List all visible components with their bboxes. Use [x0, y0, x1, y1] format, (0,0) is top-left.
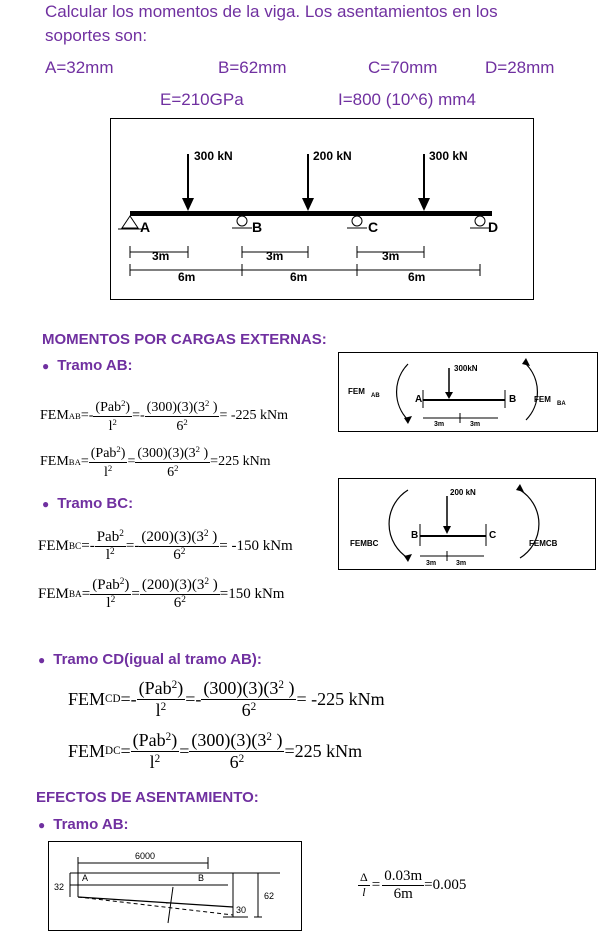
subheading-tramo-ab: ●Tramo AB:: [42, 357, 133, 374]
node-a-label: A: [82, 873, 88, 883]
load-arrow-1: [182, 154, 194, 211]
settle-diff-label: 30: [236, 905, 246, 915]
bullet-icon: ●: [42, 497, 50, 511]
svg-text:3m: 3m: [434, 421, 444, 428]
dim-small-3: 3m: [382, 249, 399, 263]
svg-text:3m: 3m: [456, 560, 466, 567]
load-label-1: 300 kN: [194, 149, 233, 163]
node-a-label: A: [415, 394, 422, 405]
bullet-icon: ●: [42, 359, 50, 373]
settle-right-label: 62: [264, 891, 274, 901]
support-b-label: B: [252, 219, 262, 235]
elastic-modulus: E=210GPa: [160, 90, 244, 109]
settlement-c: C=70mm: [368, 58, 438, 77]
bullet-icon: ●: [38, 653, 46, 667]
svg-text:3m: 3m: [426, 560, 436, 567]
load-label: 200 kN: [450, 488, 476, 497]
fem-ab-label: FEM: [348, 387, 365, 396]
support-d-label: D: [488, 219, 498, 235]
subheading-tramo-bc: ●Tramo BC:: [42, 495, 134, 512]
node-b-label: B: [198, 873, 204, 883]
settlement-a: A=32mm: [45, 58, 114, 77]
dim-span-1: 6m: [178, 270, 195, 284]
dim-small-2: 3m: [266, 249, 283, 263]
load-label-2: 200 kN: [313, 149, 352, 163]
fem-ba-label: FEM: [534, 395, 551, 404]
fem-cb-label: FEMCB: [529, 539, 558, 548]
section-title-external: MOMENTOS POR CARGAS EXTERNAS:: [42, 331, 327, 348]
support-c-label: C: [368, 219, 378, 235]
beam-diagram: 300 kN 200 kN 300 kN A B C D 3m 3m 3m 6m…: [110, 118, 534, 300]
load-label: 300kN: [454, 364, 478, 373]
span-label: 6000: [135, 851, 155, 861]
load-label-3: 300 kN: [429, 149, 468, 163]
subheading-settle-tramo-ab: ●Tramo AB:: [38, 816, 129, 833]
node-b-label: B: [411, 530, 418, 541]
bullet-icon: ●: [38, 818, 46, 832]
settlement-d: D=28mm: [485, 58, 555, 77]
settlement-b: B=62mm: [218, 58, 287, 77]
svg-text:3m: 3m: [470, 421, 480, 428]
subheading-tramo-cd: ●Tramo CD(igual al tramo AB):: [38, 651, 262, 668]
section-title-settlement: EFECTOS DE ASENTAMIENTO:: [36, 789, 259, 806]
dim-span-3: 6m: [408, 270, 425, 284]
load-arrow-2: [302, 154, 314, 211]
svg-text:AB: AB: [371, 393, 380, 399]
problem-line-1: Calcular los momentos de la viga. Los as…: [45, 2, 498, 21]
dimension-lines: [129, 246, 481, 276]
fem-bc-label: FEMBC: [350, 539, 379, 548]
fem-diagram-ab: 300kN FEM AB FEM BA A B 3m 3m: [338, 352, 598, 432]
dim-span-2: 6m: [290, 270, 307, 284]
support-d-symbol: [470, 215, 490, 229]
beam-diagram-frame: [110, 118, 534, 300]
moment-of-inertia: I=800 (10^6) mm4: [338, 90, 476, 109]
load-arrow-3: [418, 154, 430, 211]
support-a-label: A: [140, 219, 150, 235]
beam: [130, 211, 492, 216]
fem-diagram-bc: 200 kN FEMBC FEMCB B C 3m 3m: [338, 478, 596, 570]
node-c-label: C: [489, 530, 496, 541]
settle-left-label: 32: [54, 882, 64, 892]
node-b-label: B: [509, 394, 516, 405]
problem-line-2: soportes son:: [45, 26, 148, 45]
svg-text:BA: BA: [557, 401, 566, 407]
dim-small-1: 3m: [152, 249, 169, 263]
settlement-diagram: 6000 A B 32 62 30: [48, 841, 302, 931]
support-c-symbol: [347, 215, 367, 229]
support-b-symbol: [232, 215, 252, 229]
support-a-symbol: [118, 215, 142, 230]
